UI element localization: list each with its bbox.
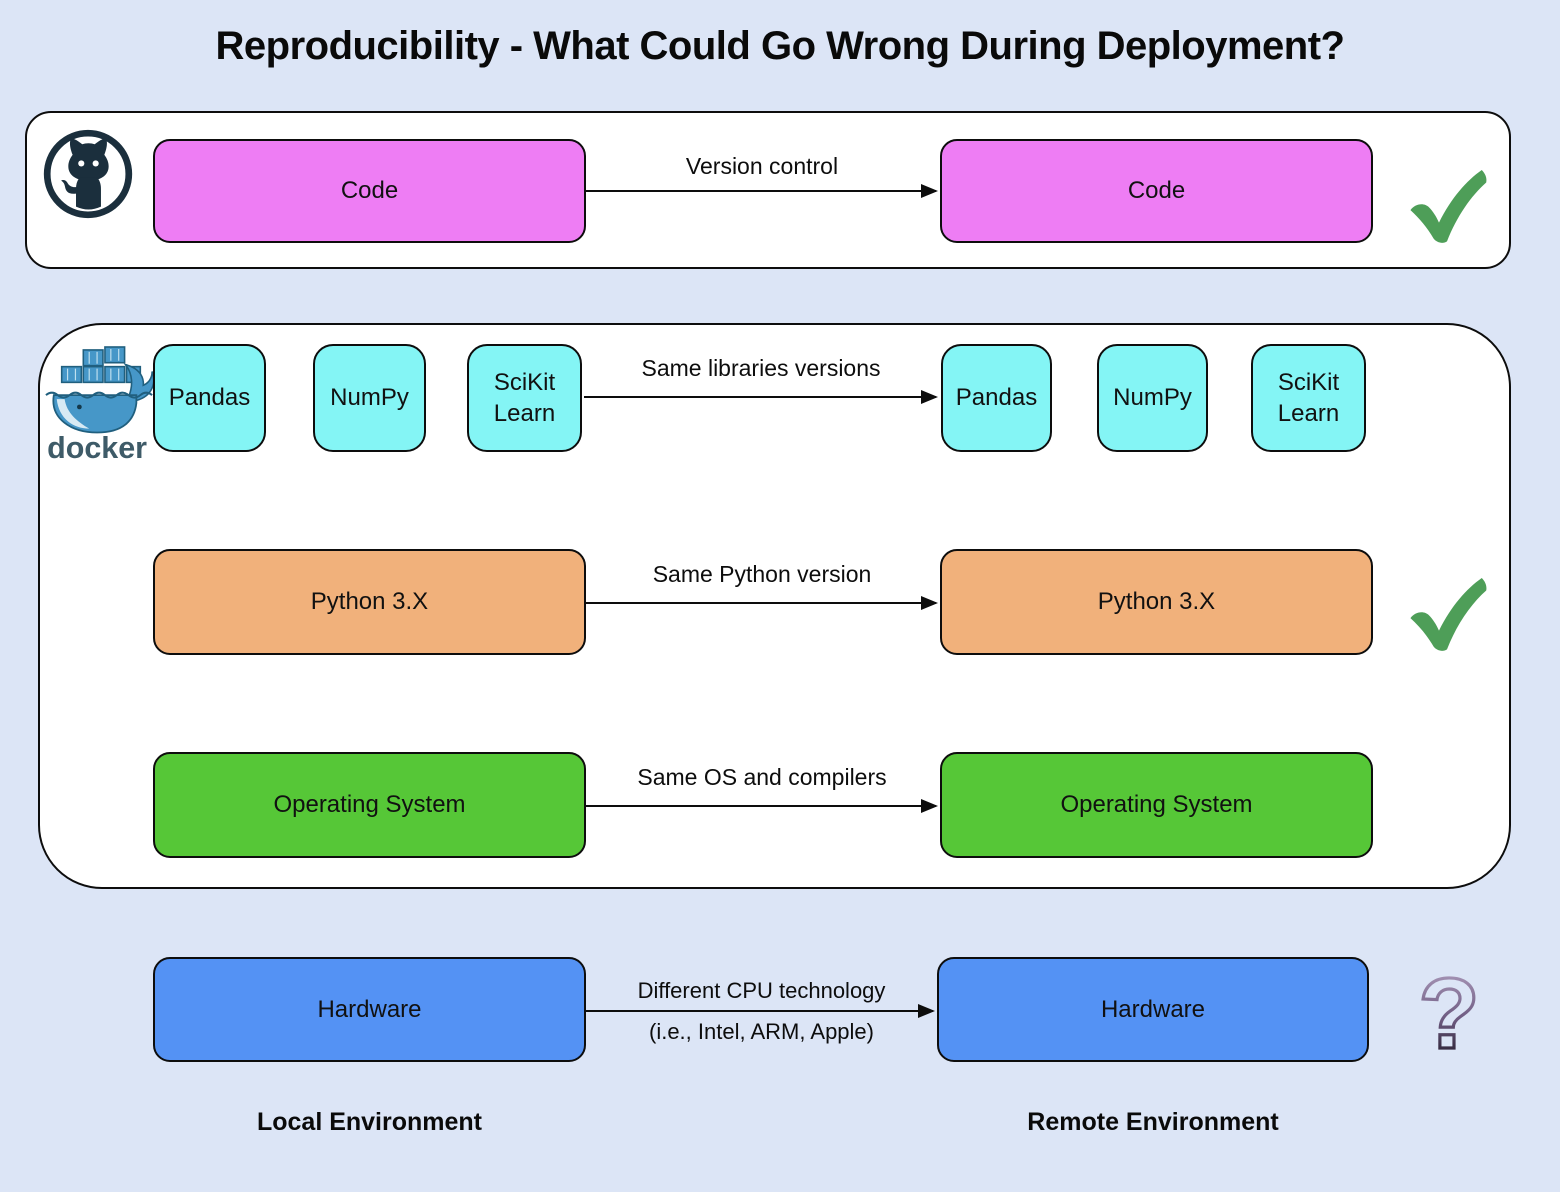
- code-box-remote: Code: [940, 139, 1373, 243]
- question-mark-icon: ?: [1416, 956, 1482, 1072]
- os-box-local: Operating System: [153, 752, 586, 858]
- library-label: NumPy: [1113, 384, 1192, 412]
- version-control-arrow-label: Version control: [685, 153, 839, 179]
- remote-environment-label: Remote Environment: [1027, 1108, 1279, 1136]
- local-environment-label: Local Environment: [256, 1108, 483, 1136]
- page-title: Reproducibility - What Could Go Wrong Du…: [215, 24, 1345, 68]
- python-box-remote: Python 3.X: [940, 549, 1373, 655]
- library-label: NumPy: [330, 384, 409, 412]
- hardware-label: Hardware: [317, 995, 422, 1023]
- python-arrow-label: Same Python version: [652, 561, 872, 587]
- hardware-arrow-label-bottom: (i.e., Intel, ARM, Apple): [649, 1019, 874, 1044]
- code-box-remote-label: Code: [1127, 177, 1186, 205]
- library-label: SciKit Learn: [1277, 368, 1340, 427]
- os-arrow: [586, 798, 938, 813]
- docker-logo-icon: docker: [42, 346, 160, 465]
- code-box-local: Code: [153, 139, 586, 243]
- python-label: Python 3.X: [310, 588, 429, 616]
- os-box-remote: Operating System: [940, 752, 1373, 858]
- checkmark-icon: [1401, 162, 1493, 244]
- library-label: Pandas: [168, 384, 251, 412]
- library-box-pandas-local: Pandas: [153, 344, 266, 452]
- python-label: Python 3.X: [1097, 588, 1216, 616]
- svg-text:?: ?: [1418, 960, 1479, 1070]
- library-label: Pandas: [955, 384, 1038, 412]
- checkmark-icon: [1401, 570, 1493, 652]
- library-box-pandas-remote: Pandas: [941, 344, 1052, 452]
- libraries-arrow: [584, 389, 938, 404]
- code-box-local-label: Code: [340, 177, 399, 205]
- os-label: Operating System: [273, 791, 466, 819]
- github-logo-icon: [40, 126, 136, 222]
- hardware-box-remote: Hardware: [937, 957, 1369, 1062]
- library-box-numpy-remote: NumPy: [1097, 344, 1208, 452]
- hardware-arrow: [586, 1003, 935, 1018]
- os-arrow-label: Same OS and compilers: [637, 764, 887, 790]
- hardware-label: Hardware: [1100, 995, 1206, 1023]
- libraries-arrow-label: Same libraries versions: [641, 355, 881, 381]
- library-box-numpy-local: NumPy: [313, 344, 426, 452]
- python-arrow: [586, 595, 938, 610]
- library-label: SciKit Learn: [493, 368, 556, 427]
- library-box-scikit-local: SciKit Learn: [467, 344, 582, 452]
- docker-wordmark: docker: [47, 431, 147, 462]
- library-box-scikit-remote: SciKit Learn: [1251, 344, 1366, 452]
- python-box-local: Python 3.X: [153, 549, 586, 655]
- version-control-arrow: [586, 183, 938, 198]
- hardware-arrow-label-top: Different CPU technology: [637, 978, 886, 1003]
- os-label: Operating System: [1060, 791, 1253, 819]
- hardware-box-local: Hardware: [153, 957, 586, 1062]
